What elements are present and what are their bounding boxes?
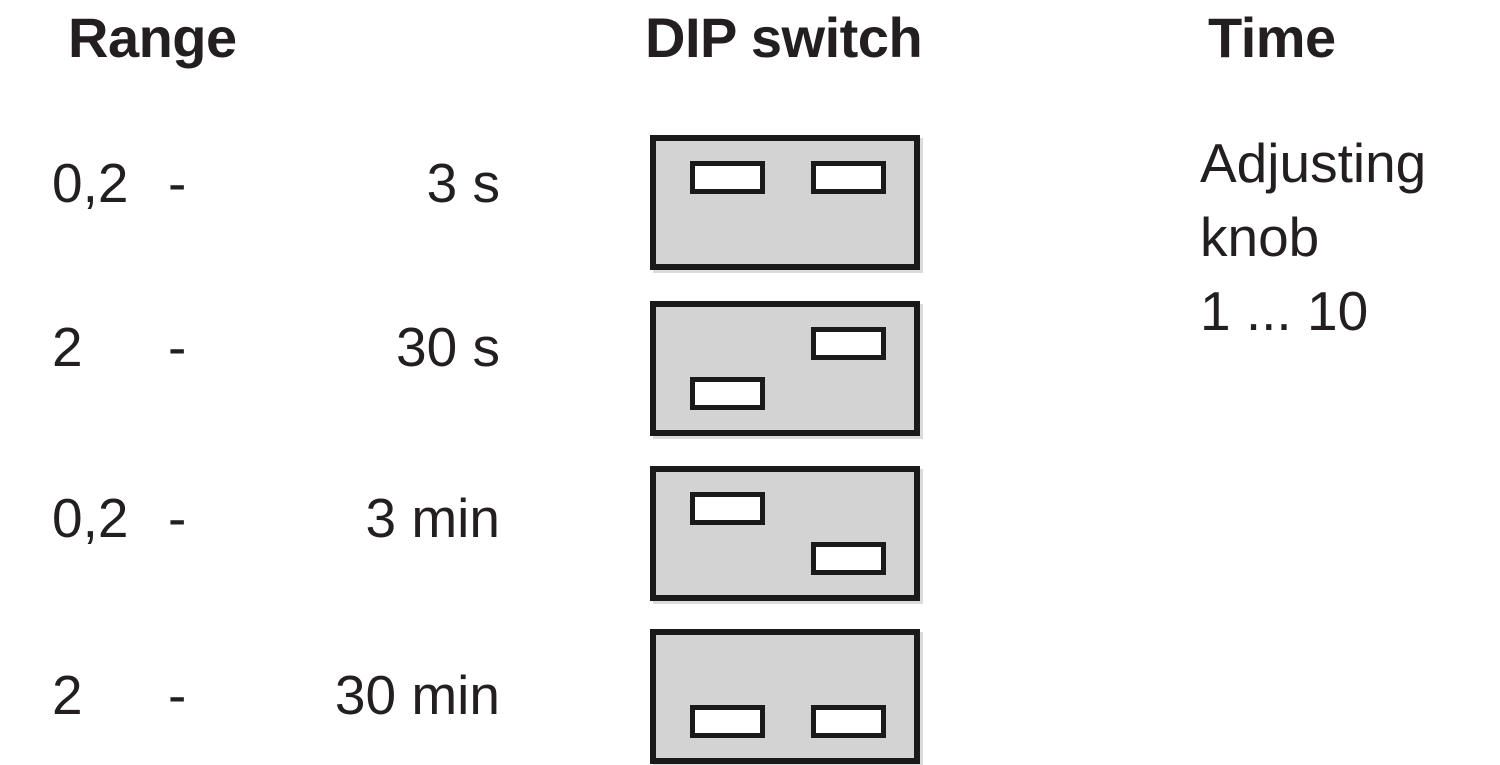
- range-cell: 2 - 30 s: [40, 312, 510, 382]
- range-separator: -: [168, 664, 187, 726]
- time-line-1: Adjusting: [1200, 132, 1427, 194]
- column-header-time: Time: [1208, 6, 1336, 69]
- dip-switch-toggle-1: [690, 492, 765, 525]
- range-cell: 0,2 - 3 s: [40, 148, 510, 218]
- range-low-value: 2: [52, 316, 83, 378]
- range-low-value: 2: [52, 664, 83, 726]
- dip-switch-toggle-2: [811, 705, 886, 738]
- dip-switch-toggle-1: [690, 161, 765, 194]
- time-line-2: knob: [1200, 206, 1320, 268]
- dip-switch-graphic: [650, 301, 920, 436]
- dip-switch-graphic: [650, 629, 920, 764]
- range-cell: 2 - 30 min: [40, 660, 510, 730]
- column-header-dip-switch: DIP switch: [645, 6, 923, 69]
- dip-switch-toggle-2: [811, 542, 886, 575]
- range-high-value: 30 s: [396, 316, 500, 378]
- range-separator: -: [168, 316, 187, 378]
- dip-switch-toggle-1: [690, 377, 765, 410]
- dip-switch-toggle-2: [811, 327, 886, 360]
- range-separator: -: [168, 487, 187, 549]
- range-high-value: 3 min: [365, 487, 501, 549]
- time-line-3: 1 ... 10: [1200, 280, 1369, 342]
- range-cell: 0,2 - 3 min: [40, 483, 510, 553]
- dip-switch-toggle-2: [811, 161, 886, 194]
- column-header-range: Range: [68, 6, 237, 69]
- dip-switch-toggle-1: [690, 705, 765, 738]
- range-low-value: 0,2: [52, 152, 129, 214]
- dip-switch-graphic: [650, 466, 920, 601]
- dip-switch-graphic: [650, 135, 920, 270]
- range-high-value: 30 min: [334, 664, 500, 726]
- range-separator: -: [168, 152, 187, 214]
- range-high-value: 3 s: [426, 152, 500, 214]
- time-column-body: Adjusting knob 1 ... 10: [1200, 126, 1490, 348]
- range-low-value: 0,2: [52, 487, 129, 549]
